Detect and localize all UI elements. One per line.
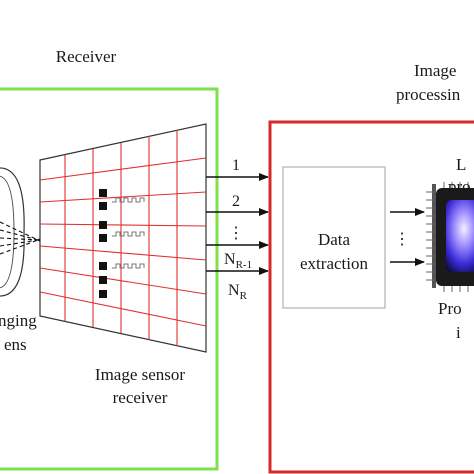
receiver-title: Receiver xyxy=(56,47,117,66)
active-pixels xyxy=(99,189,107,298)
chip-label-bottom1: Pro xyxy=(438,299,462,318)
receiver-box xyxy=(0,87,219,471)
imaging-lens xyxy=(0,167,25,297)
output-label-dots: ⋮ xyxy=(228,225,244,242)
image-sensor-grid xyxy=(39,123,207,353)
data-extraction-box xyxy=(282,166,386,309)
sensor-label-line1: Image sensor xyxy=(95,365,186,384)
lens-label-line1: nging xyxy=(0,311,37,330)
imaging-lens-inner xyxy=(0,175,15,289)
output-label-1: 1 xyxy=(232,157,240,174)
output-label-n-minus-1: NR-1 xyxy=(224,251,252,271)
pixel-signals xyxy=(112,197,145,269)
processing-title-line1: Image xyxy=(414,61,456,80)
data-extraction-line1: Data xyxy=(318,230,351,249)
chip-input-arrows xyxy=(390,208,425,266)
output-arrows xyxy=(206,173,269,275)
chip-label-top1: L xyxy=(456,155,466,174)
processor-chip xyxy=(426,182,474,292)
chip-label-top2: pro xyxy=(448,177,471,196)
output-label-n-minus-1-main: N xyxy=(224,251,236,268)
output-label-n-minus-1-sub: R-1 xyxy=(236,259,253,271)
output-label-n-sub: R xyxy=(240,290,248,302)
sensor-label-line2: receiver xyxy=(113,388,168,407)
processing-title-line2: processin xyxy=(396,85,461,104)
output-label-n: NR xyxy=(228,282,248,302)
processing-box xyxy=(268,120,474,474)
lens-label-line2: ens xyxy=(4,335,27,354)
chip-label-bottom2: i xyxy=(456,323,461,342)
data-extraction-line2: extraction xyxy=(300,254,368,273)
output-label-2: 2 xyxy=(232,193,240,210)
chip-input-dots: ⋮ xyxy=(394,231,410,248)
output-label-n-main: N xyxy=(228,282,240,299)
